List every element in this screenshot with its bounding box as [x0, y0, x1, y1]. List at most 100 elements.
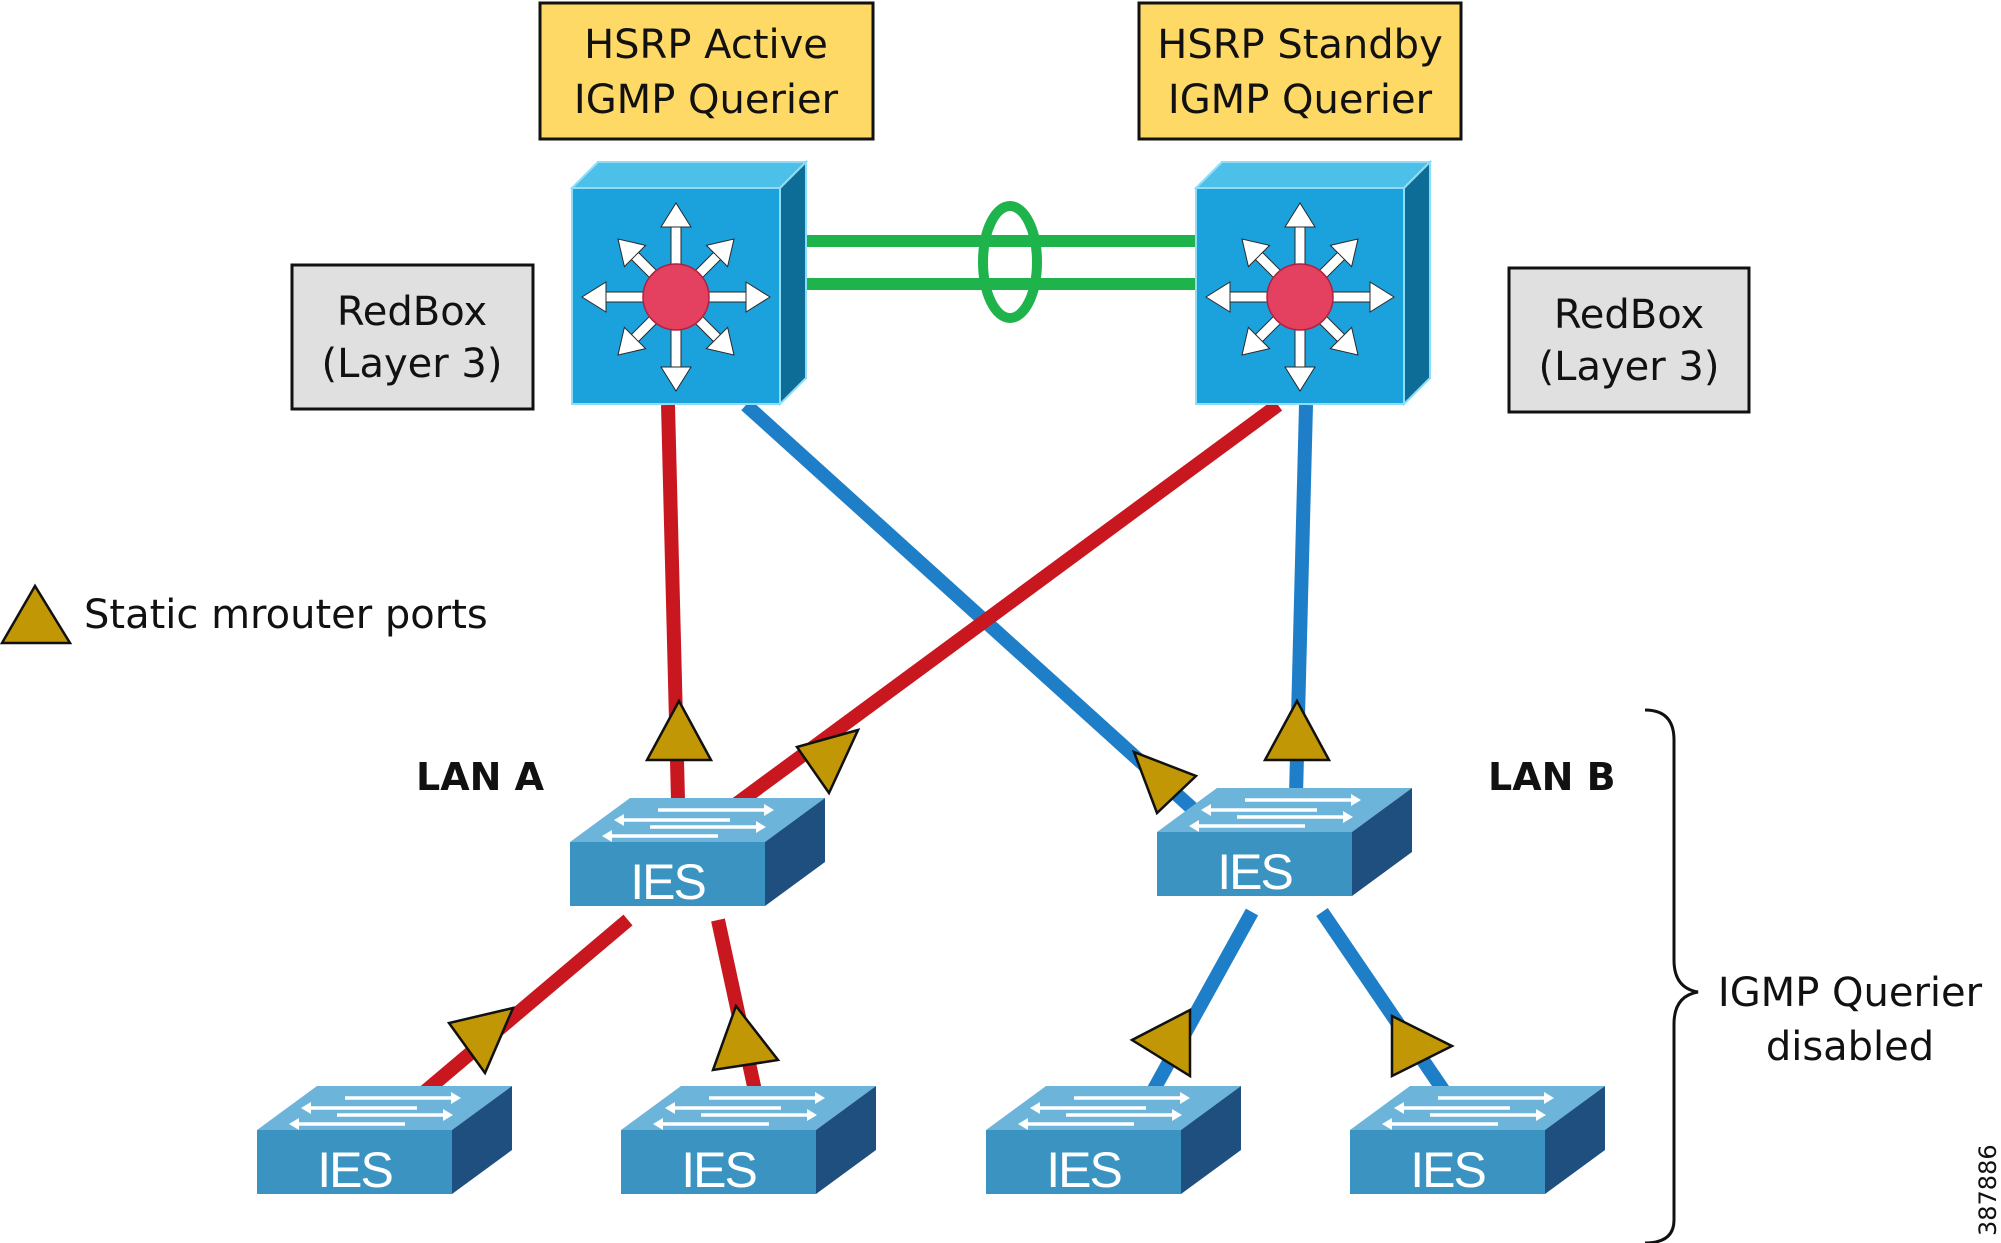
querier-disabled-brace [1644, 708, 1699, 1243]
ies-arrow-head [665, 1102, 675, 1114]
ies-label: IES [1046, 1142, 1121, 1198]
ies-arrow-head [653, 1118, 663, 1130]
ies-arrow-head [1536, 1109, 1546, 1121]
switch-side-face [779, 159, 807, 407]
mrouter-triangles [446, 698, 1455, 1079]
lan-b-label: LAN B [1488, 755, 1616, 799]
switch-side-face [1403, 159, 1431, 407]
ies-arrow-head [1018, 1118, 1028, 1130]
ies-front-face [986, 1130, 1181, 1194]
ies-arrows-icon [1018, 1092, 1190, 1130]
port-channel-ellipse [978, 201, 1042, 323]
arrow-head [1329, 326, 1359, 356]
legend-triangle-icon [0, 583, 73, 645]
arrow-head [1284, 202, 1316, 228]
arrow-head [581, 281, 607, 313]
arrow-head [1241, 238, 1271, 268]
ies-side-face [452, 1086, 512, 1194]
ies-arrow-head [1394, 1102, 1404, 1114]
hsrp-active-box: HSRP Active IGMP Querier [538, 1, 875, 141]
arrow-head [617, 326, 647, 356]
ies-arrow-head [1030, 1102, 1040, 1114]
hsrp-standby-line-1: HSRP Standby [1157, 22, 1443, 68]
ies-arrow-head [614, 814, 624, 826]
mrouter-triangle-ies-2 [711, 1003, 781, 1072]
link-active-to-lan-b [741, 399, 1210, 826]
ies-label: IES [1217, 844, 1292, 900]
ies-side-face [1181, 1086, 1241, 1194]
ies-switch-access-2: IES [621, 1086, 876, 1198]
ies-front-face [570, 842, 765, 906]
mrouter-triangle-lan-b-up [1262, 698, 1332, 762]
redbox-left-line-1: RedBox [337, 289, 487, 335]
ies-front-face [1157, 832, 1352, 896]
ies-arrow-head [807, 1109, 817, 1121]
legend-label: Static mrouter ports [84, 592, 488, 638]
mrouter-triangle-ies-4 [1390, 1013, 1455, 1079]
ies-arrows-icon [1382, 1092, 1554, 1130]
arrow-head [617, 238, 647, 268]
ies-arrow-head [1201, 804, 1211, 816]
arrow-head [1241, 326, 1271, 356]
ies-side-face [1545, 1086, 1605, 1194]
core-switch-active [569, 159, 809, 407]
switch-top-face [569, 161, 809, 189]
mrouter-triangle-ies-3 [1129, 1007, 1192, 1079]
arrow-head [745, 281, 771, 313]
brace-label-line-2: disabled [1766, 1024, 1934, 1070]
switch-top-face [1193, 161, 1433, 189]
ies-arrows-icon [289, 1092, 461, 1130]
ies-label: IES [681, 1142, 756, 1198]
ies-label: IES [630, 854, 705, 910]
ies-switch-access-1: IES [257, 1086, 512, 1198]
ies-arrow-head [1544, 1092, 1554, 1104]
mrouter-triangle-lan-a-diag [794, 728, 861, 796]
brace-label-line-1: IGMP Querier [1718, 970, 1983, 1016]
ies-arrow-head [301, 1102, 311, 1114]
router-core-dot [642, 263, 710, 331]
mrouter-triangle-lan-a-up [644, 698, 714, 762]
arrow-head [1329, 238, 1359, 268]
ies-switch-access-3: IES [986, 1086, 1241, 1198]
ies-arrow-head [764, 804, 774, 816]
ies-arrow-head [602, 830, 612, 842]
link-lan-b-to-ies-4 [1316, 908, 1456, 1104]
ies-arrow-head [1351, 794, 1361, 806]
ies-side-face [1352, 788, 1412, 896]
ies-arrow-head [451, 1092, 461, 1104]
ies-arrow-head [1172, 1109, 1182, 1121]
ies-front-face [1350, 1130, 1545, 1194]
ies-arrow-head [289, 1118, 299, 1130]
redbox-left-line-2: (Layer 3) [322, 341, 503, 387]
ies-label: IES [317, 1142, 392, 1198]
ies-label: IES [1410, 1142, 1485, 1198]
redbox-left-box: RedBox (Layer 3) [290, 263, 535, 411]
ies-front-face [257, 1130, 452, 1194]
arrow-head [705, 238, 735, 268]
redbox-right-box: RedBox (Layer 3) [1507, 266, 1751, 414]
arrow-head [1284, 366, 1316, 392]
legend: Static mrouter ports [0, 583, 488, 645]
link-lan-a-to-ies-1 [410, 914, 633, 1106]
mrouter-triangle-ies-1 [446, 1006, 516, 1076]
redbox-right-line-1: RedBox [1554, 292, 1704, 338]
hsrp-active-line-2: IGMP Querier [574, 77, 839, 123]
figure-id: 387886 [1974, 1144, 2001, 1236]
ies-arrow-head [815, 1092, 825, 1104]
hsrp-standby-box: HSRP Standby IGMP Querier [1137, 1, 1463, 141]
ies-arrow-head [1343, 811, 1353, 823]
arrow-head [660, 366, 692, 392]
mrouter-triangle-lan-b-diag [1131, 749, 1199, 816]
ies-arrow-head [1382, 1118, 1392, 1130]
arrow-head [1205, 281, 1231, 313]
ies-arrow-head [1189, 820, 1199, 832]
ies-switch-lan-b: IES [1157, 788, 1412, 900]
ies-arrow-head [1180, 1092, 1190, 1104]
ies-arrows-icon [653, 1092, 825, 1130]
hsrp-active-line-1: HSRP Active [584, 22, 828, 68]
ies-arrows-icon [602, 804, 774, 842]
arrow-head [660, 202, 692, 228]
redbox-right-line-2: (Layer 3) [1539, 344, 1720, 390]
arrow-head [1369, 281, 1395, 313]
